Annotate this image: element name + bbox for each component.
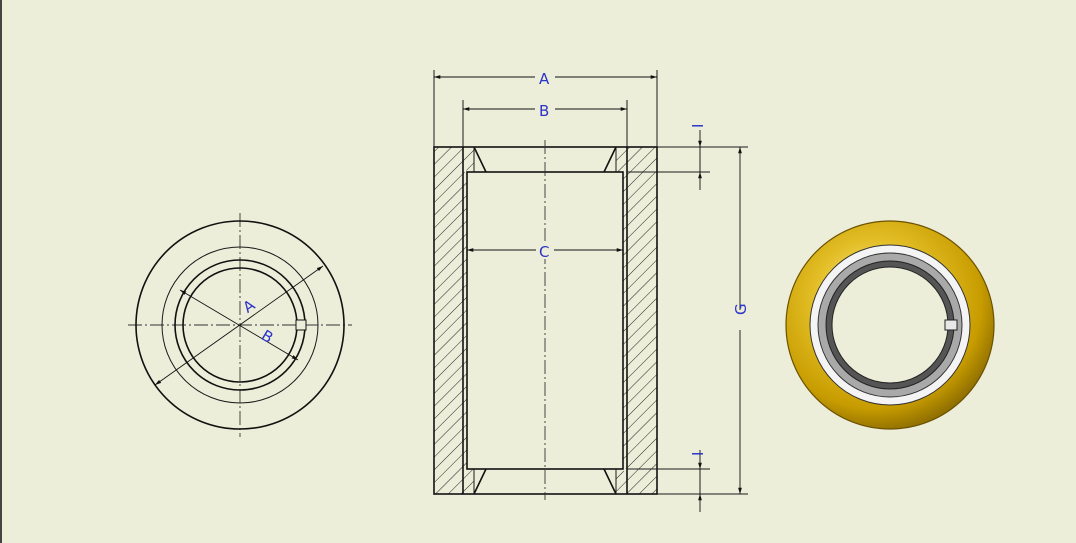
right-liner-hatch	[623, 172, 627, 469]
section-dim-a-label: A	[539, 70, 550, 88]
section-dim-g-label: G	[732, 303, 750, 315]
left-end-view: A B	[128, 213, 352, 437]
section-view: A B C G I I	[433, 68, 750, 512]
section-dim-b-label: B	[539, 102, 549, 120]
rendered-bushing-view	[785, 220, 995, 430]
section-dim-i-top-label: I	[689, 124, 707, 128]
right-wall-hatch	[627, 147, 657, 494]
left-wall-hatch	[434, 147, 463, 494]
dim-b-diameter-line	[179, 289, 299, 361]
left-liner-hatch	[463, 172, 467, 469]
key-tab	[295, 319, 307, 331]
section-dim-i-bottom-label: I	[689, 452, 707, 456]
render-key-tab	[944, 319, 958, 331]
left-dim-b-label: B	[258, 326, 276, 347]
section-dim-c-label: C	[539, 243, 549, 261]
